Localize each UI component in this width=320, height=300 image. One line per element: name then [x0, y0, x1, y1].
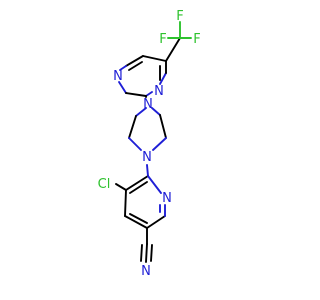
bond-pyrimidine-n3-c4	[159, 72, 167, 85]
bond-cf3-ring	[165, 37, 181, 62]
bond-pyridine-cl	[115, 183, 127, 191]
structure-svg: F F F N N N N N Cl N	[98, 9, 201, 279]
bond-piperazine-pyridine	[146, 164, 149, 177]
bond-pyridine-c4-c5	[124, 215, 148, 229]
bond-nitrile-triple-right	[150, 244, 153, 262]
atom-n-piperazine-top: N	[143, 97, 153, 112]
bond-pyrimidine-c5-c6-inner	[128, 61, 143, 71]
bond-piperazine-n1-c6	[151, 107, 161, 116]
bond-pyrimidine-c4-c5	[142, 55, 167, 62]
bond-piperazine-n1-c2	[135, 107, 147, 117]
bond-nitrile-triple-center	[145, 243, 148, 263]
atom-n-nitrile: N	[141, 264, 151, 279]
atom-f-right: F	[193, 32, 200, 47]
atom-cl: Cl	[98, 177, 111, 192]
bond-piperazine-c5-n4	[152, 137, 167, 151]
atom-f-left: F	[159, 32, 166, 47]
bond-piperazine-c3-n4	[128, 137, 142, 151]
atom-f-top: F	[176, 9, 183, 24]
bond-pyrimidine-c2-n3	[145, 91, 153, 97]
molecule-diagram: F F F N N N N N Cl N	[98, 9, 201, 279]
atom-n-pyrimidine-left: N	[113, 69, 123, 84]
bond-pyridine-c4-c5-inner	[129, 213, 148, 224]
bond-piperazine-c2-c3	[128, 115, 137, 139]
bond-pyridine-c2-c3	[125, 175, 149, 191]
bond-pyrimidine-n1-c2	[118, 81, 127, 94]
bond-pyridine-c2-c3-inner	[129, 181, 148, 194]
bond-piperazine-c6-c5	[159, 114, 167, 139]
bond-pyrimidine-c5-c6	[125, 55, 144, 67]
bond-pyrimidine-c6-n1	[119, 65, 127, 71]
bond-pyrimidine-c2-link	[125, 92, 147, 97]
atom-n-pyridine: N	[162, 191, 172, 206]
bond-nitrile-triple-left	[140, 244, 143, 262]
bond-pyridine-c5-c6	[146, 215, 166, 229]
bond-pyridine-c3-c4	[124, 189, 127, 217]
bond-pyridine-n-c2	[147, 175, 162, 194]
atom-n-piperazine-bottom: N	[142, 150, 152, 165]
atom-n-pyrimidine-right: N	[154, 84, 164, 99]
